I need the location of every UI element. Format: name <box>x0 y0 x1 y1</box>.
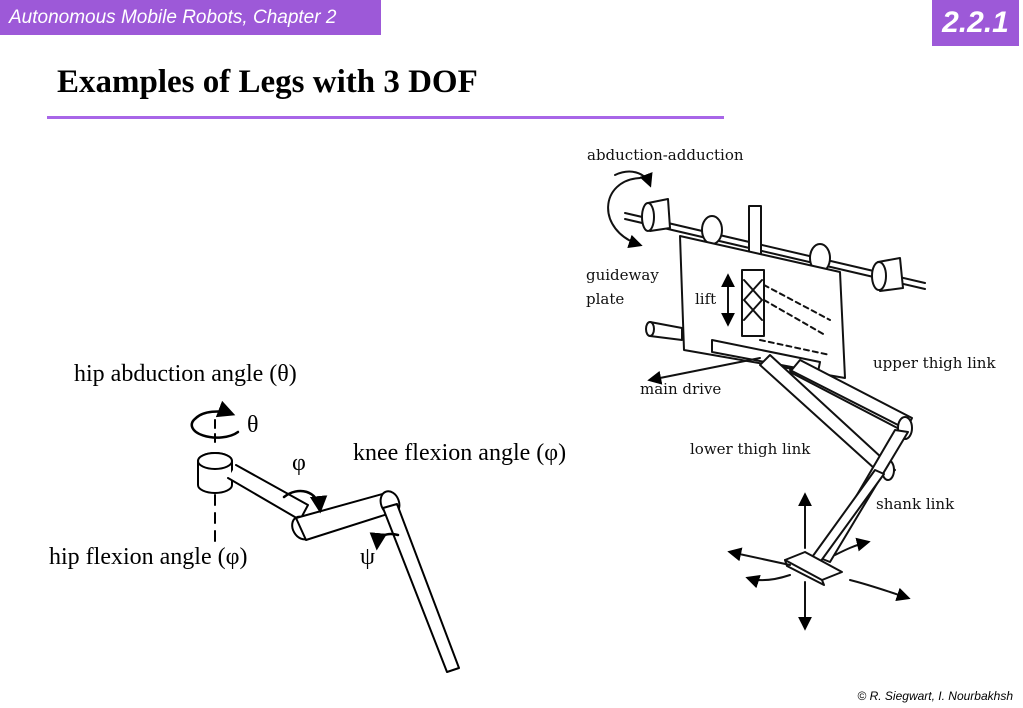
lower-thigh-link-label: lower thigh link <box>690 440 811 458</box>
foot-right-arrow <box>849 579 911 602</box>
course-title-banner: Autonomous Mobile Robots, Chapter 2 <box>0 0 381 35</box>
lower-leg-link <box>382 503 460 673</box>
vertical-post <box>748 205 762 255</box>
slide-title: Examples of Legs with 3 DOF <box>57 64 478 100</box>
guideway-label-line2: plate <box>586 290 625 308</box>
main-drive-arrow <box>647 357 761 385</box>
thigh-link <box>227 464 309 521</box>
title-underline <box>47 116 724 119</box>
copyright-footer: © R. Siegwart, I. Nourbakhsh <box>857 689 1013 703</box>
theta-symbol: θ <box>247 412 259 438</box>
foot-pad <box>784 551 843 581</box>
abduction-adduction-label: abduction-adduction <box>587 146 744 164</box>
psi-rotation-arrow <box>369 532 400 551</box>
theta-rotation-arrow <box>190 416 240 439</box>
foot-left-arrow <box>727 547 791 566</box>
phi-symbol: φ <box>292 450 306 476</box>
guideway-label-line1: guideway <box>586 266 659 284</box>
main-drive-label: main drive <box>640 380 722 398</box>
abduction-arrow <box>607 177 643 249</box>
hip-abduction-label: hip abduction angle (θ) <box>74 361 297 387</box>
knee-flexion-label: knee flexion angle (φ) <box>353 440 567 466</box>
lift-label: lift <box>695 290 717 308</box>
course-title: Autonomous Mobile Robots, Chapter 2 <box>9 7 337 28</box>
hip-flexion-label: hip flexion angle (φ) <box>49 544 248 570</box>
hip-cylinder-body <box>197 460 233 494</box>
shank-link-label: shank link <box>876 495 955 513</box>
phi-rotation-arrow <box>282 489 328 514</box>
psi-symbol: ψ <box>360 544 376 570</box>
slide-number: 2.2.1 <box>942 6 1009 39</box>
upper-thigh-link-label: upper thigh link <box>873 354 996 372</box>
lift-slider <box>741 269 765 337</box>
slide-number-badge: 2.2.1 <box>932 0 1019 46</box>
